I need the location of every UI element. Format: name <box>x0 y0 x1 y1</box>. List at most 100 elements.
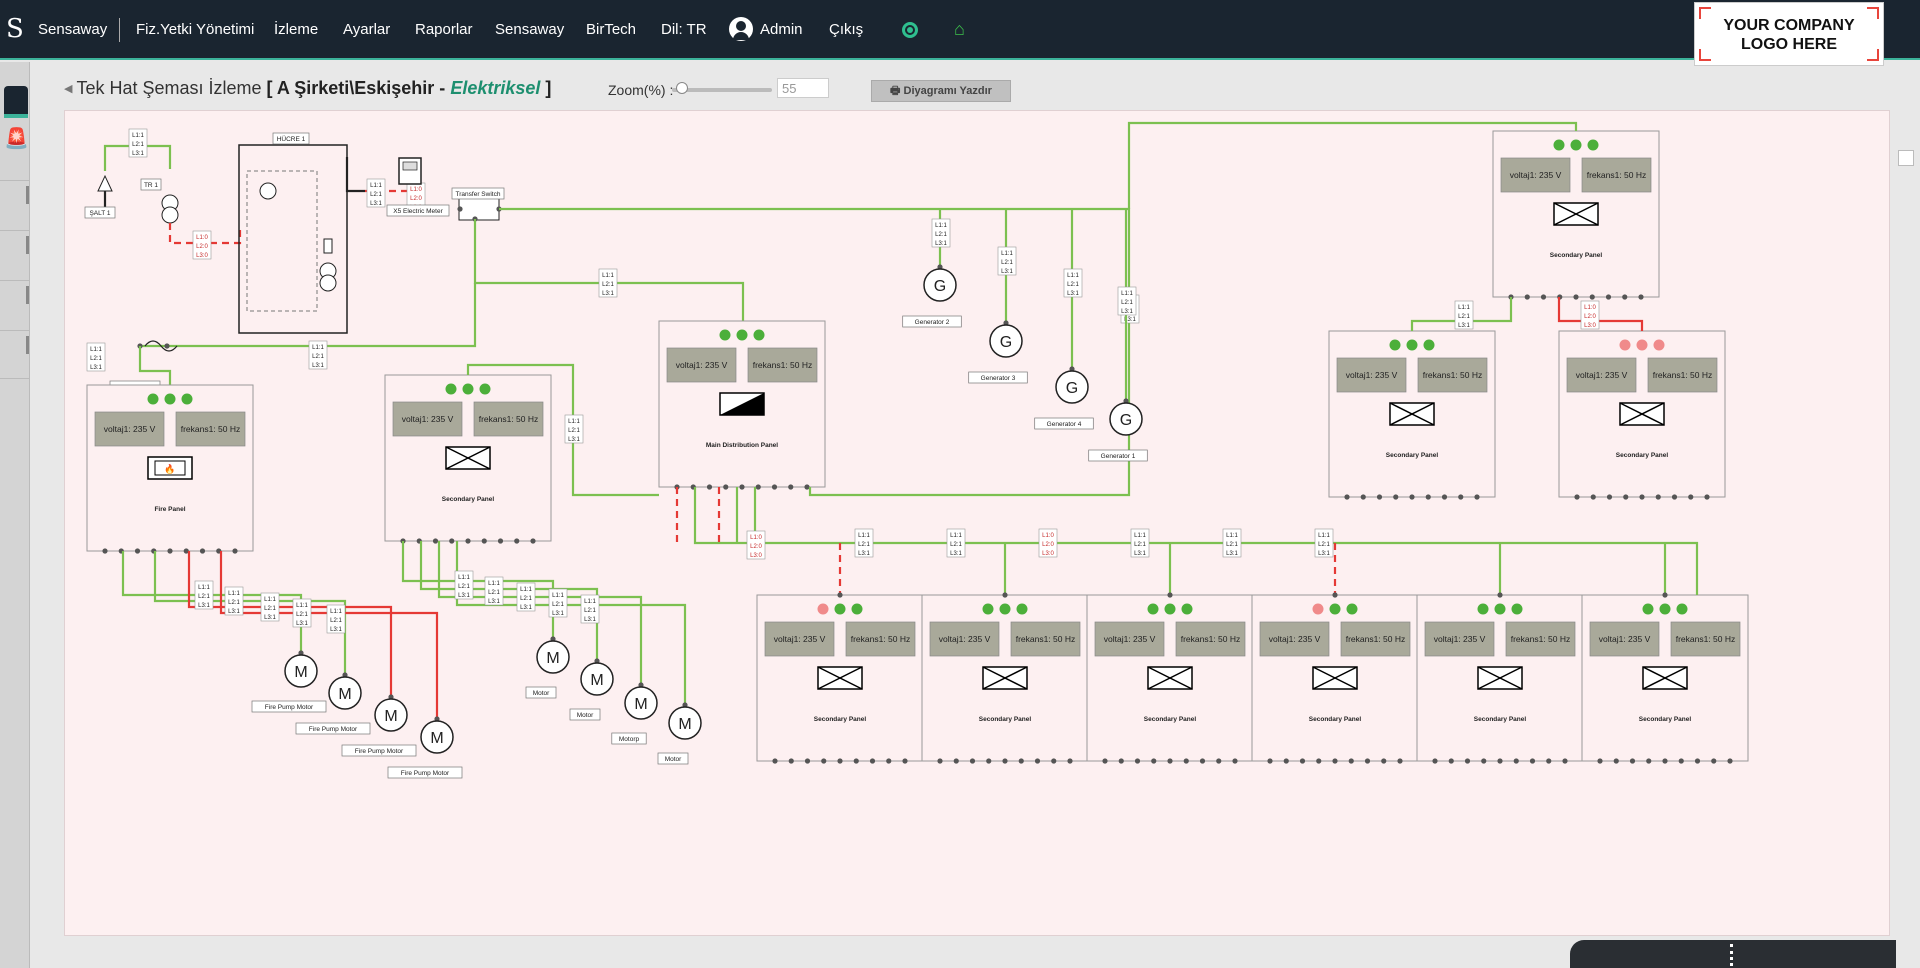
voltage-text: voltaj1: 235 V <box>1269 634 1321 644</box>
phase-tag-pump <box>194 580 214 610</box>
connection-node <box>465 538 471 544</box>
connection-node <box>1441 494 1448 500</box>
nav-admin[interactable]: Admin <box>760 21 803 38</box>
connection-node <box>1332 758 1338 764</box>
phase-tag-gen <box>1117 286 1137 316</box>
phase-status-indicator <box>1570 139 1582 151</box>
motor-letter: M <box>384 708 397 725</box>
voltage-readout <box>392 401 463 437</box>
alarm-siren-icon[interactable]: 🚨 <box>4 128 29 150</box>
user-avatar-icon[interactable] <box>729 17 753 41</box>
top-navbar: S Sensaway Fiz.Yetki Yönetimi İzleme Aya… <box>0 0 1920 60</box>
phase-value: L2:1 <box>602 282 614 288</box>
connection-node <box>137 343 143 349</box>
motor-icon <box>580 662 614 696</box>
motor-name: Fire Pump Motor <box>355 748 404 755</box>
phase-value: L1:1 <box>132 133 144 139</box>
connection-node <box>1344 494 1350 500</box>
phase-value: L3:1 <box>1458 323 1470 329</box>
phase-value: L1:1 <box>370 183 382 189</box>
phase-value: L3:0 <box>750 553 762 559</box>
nav-ayarlar[interactable]: Ayarlar <box>343 21 391 38</box>
motor-name: Motor <box>577 712 594 719</box>
voltage-readout <box>764 621 835 657</box>
cross-box-icon-line <box>1642 666 1688 690</box>
connection-node <box>1597 758 1603 764</box>
device-icon[interactable] <box>4 86 28 118</box>
bottom-drawer[interactable] <box>1570 940 1896 968</box>
connection-node <box>1167 592 1173 598</box>
nav-sensaway[interactable]: Sensaway <box>495 21 565 38</box>
connection-node <box>853 758 859 764</box>
nav-raporlar[interactable]: Raporlar <box>415 21 473 38</box>
connection-node <box>1622 294 1628 300</box>
panel-name: Secondary Panel <box>1144 716 1197 723</box>
back-arrow-icon[interactable]: ◀ <box>64 83 73 95</box>
frequency-text: frekans1: 50 Hz <box>1181 634 1241 644</box>
cross-box-icon-line <box>1312 666 1358 690</box>
connection-node <box>723 484 729 490</box>
motor-letter: M <box>546 650 559 667</box>
nav-fiz-yetki[interactable]: Fiz.Yetki Yönetimi <box>136 21 255 38</box>
phase-value: L1:0 <box>196 235 208 241</box>
nav-izleme[interactable]: İzleme <box>274 21 319 38</box>
connection-node <box>1497 758 1503 764</box>
fuse-icon <box>323 238 333 254</box>
phase-status-indicator <box>1636 339 1648 351</box>
voltage-text: voltaj1: 235 V <box>1434 634 1486 644</box>
nav-language[interactable]: Dil: TR <box>661 21 707 38</box>
panel-name: Secondary Panel <box>1639 716 1692 723</box>
scroll-handle[interactable] <box>1898 150 1914 166</box>
connection-node <box>1481 758 1487 764</box>
connection-node <box>1267 758 1273 764</box>
connection-node <box>682 702 688 708</box>
connection-node <box>1574 494 1580 500</box>
nav-logout[interactable]: Çıkış <box>829 21 864 38</box>
motor-label <box>657 752 689 765</box>
brand-name[interactable]: Sensaway <box>38 21 108 38</box>
motor-name: Motorp <box>619 736 640 743</box>
connection-node <box>1397 758 1403 764</box>
zoom-slider[interactable] <box>672 82 772 94</box>
connection-node <box>1513 758 1519 764</box>
cross-box-icon-line <box>1619 402 1665 426</box>
connection-node <box>1688 494 1694 500</box>
frequency-text: frekans1: 50 Hz <box>1587 170 1647 180</box>
phase-value: L2:1 <box>1001 260 1013 266</box>
voltage-readout <box>94 411 165 447</box>
voltage-readout <box>1259 621 1330 657</box>
nav-birtech[interactable]: BirTech <box>586 21 637 38</box>
phase-tag-motor <box>484 576 504 606</box>
cross-box-icon-line <box>1553 202 1599 226</box>
connection-node <box>298 650 304 656</box>
home-icon[interactable]: ⌂ <box>954 19 965 39</box>
zoom-input[interactable] <box>777 78 829 98</box>
status-target-icon[interactable] <box>902 22 918 38</box>
print-diagram-button[interactable]: 🖶 Diyagramı Yazdır <box>871 80 1011 102</box>
phase-value: L2:1 <box>520 596 532 602</box>
transfer-name: Transfer Switch <box>456 191 501 198</box>
connection-node <box>1639 494 1645 500</box>
connection-node <box>788 484 794 490</box>
connection-node <box>481 538 487 544</box>
drawer-grip-icon[interactable] <box>1730 944 1733 966</box>
phase-value: L1:1 <box>858 533 870 539</box>
connection-node <box>1606 494 1613 500</box>
connection-node <box>1546 758 1552 764</box>
connection-node <box>1662 592 1668 598</box>
panel-name: Secondary Panel <box>1616 452 1669 459</box>
voltage-text: voltaj1: 235 V <box>1104 634 1156 644</box>
phase-status-indicator <box>719 329 731 341</box>
phase-tag-motor <box>516 582 536 612</box>
phase-value: L2:1 <box>132 142 144 148</box>
frequency-readout <box>1340 621 1411 657</box>
sensaway-logo-icon[interactable]: S <box>6 14 24 44</box>
bus-line <box>437 541 643 685</box>
connection-node <box>1376 494 1383 500</box>
generator-name: Generator 3 <box>981 375 1016 382</box>
phase-status-indicator <box>1619 339 1631 351</box>
zoom-slider-handle[interactable] <box>676 82 688 94</box>
frequency-readout <box>747 347 818 383</box>
